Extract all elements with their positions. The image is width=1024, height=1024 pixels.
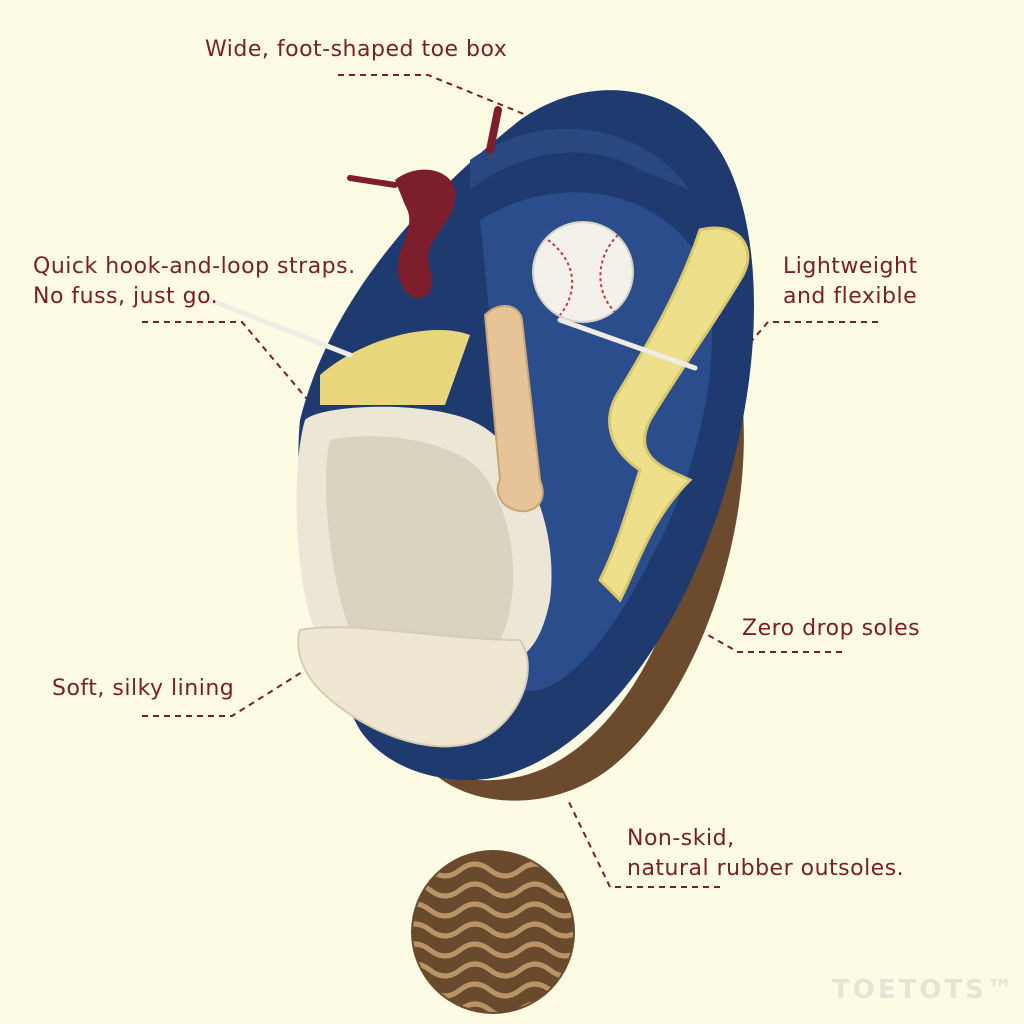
- callout-straps: Quick hook-and-loop straps. No fuss, jus…: [33, 252, 356, 312]
- callout-outsole-line2: natural rubber outsoles.: [627, 856, 905, 881]
- callout-lining: Soft, silky lining: [52, 674, 234, 704]
- callout-toe-box-text: Wide, foot-shaped toe box: [205, 37, 508, 62]
- brand-logo: TOETOTS™: [832, 975, 1016, 1005]
- outsole-texture-swatch: [411, 850, 575, 1014]
- callout-lining-text: Soft, silky lining: [52, 676, 235, 701]
- callout-outsole: Non-skid, natural rubber outsoles.: [627, 824, 904, 884]
- callout-zero-drop: Zero drop soles: [742, 614, 920, 644]
- callout-straps-line1: Quick hook-and-loop straps.: [33, 254, 356, 279]
- callout-lightweight-line1: Lightweight: [783, 254, 918, 279]
- callout-zero-drop-text: Zero drop soles: [742, 616, 921, 641]
- callout-toe-box: Wide, foot-shaped toe box: [205, 35, 507, 65]
- callout-straps-line2: No fuss, just go.: [33, 284, 219, 309]
- shoe-image: [207, 90, 754, 801]
- callout-outsole-line1: Non-skid,: [627, 826, 735, 851]
- callout-lightweight: Lightweight and flexible: [783, 252, 918, 312]
- callout-lightweight-line2: and flexible: [783, 284, 918, 309]
